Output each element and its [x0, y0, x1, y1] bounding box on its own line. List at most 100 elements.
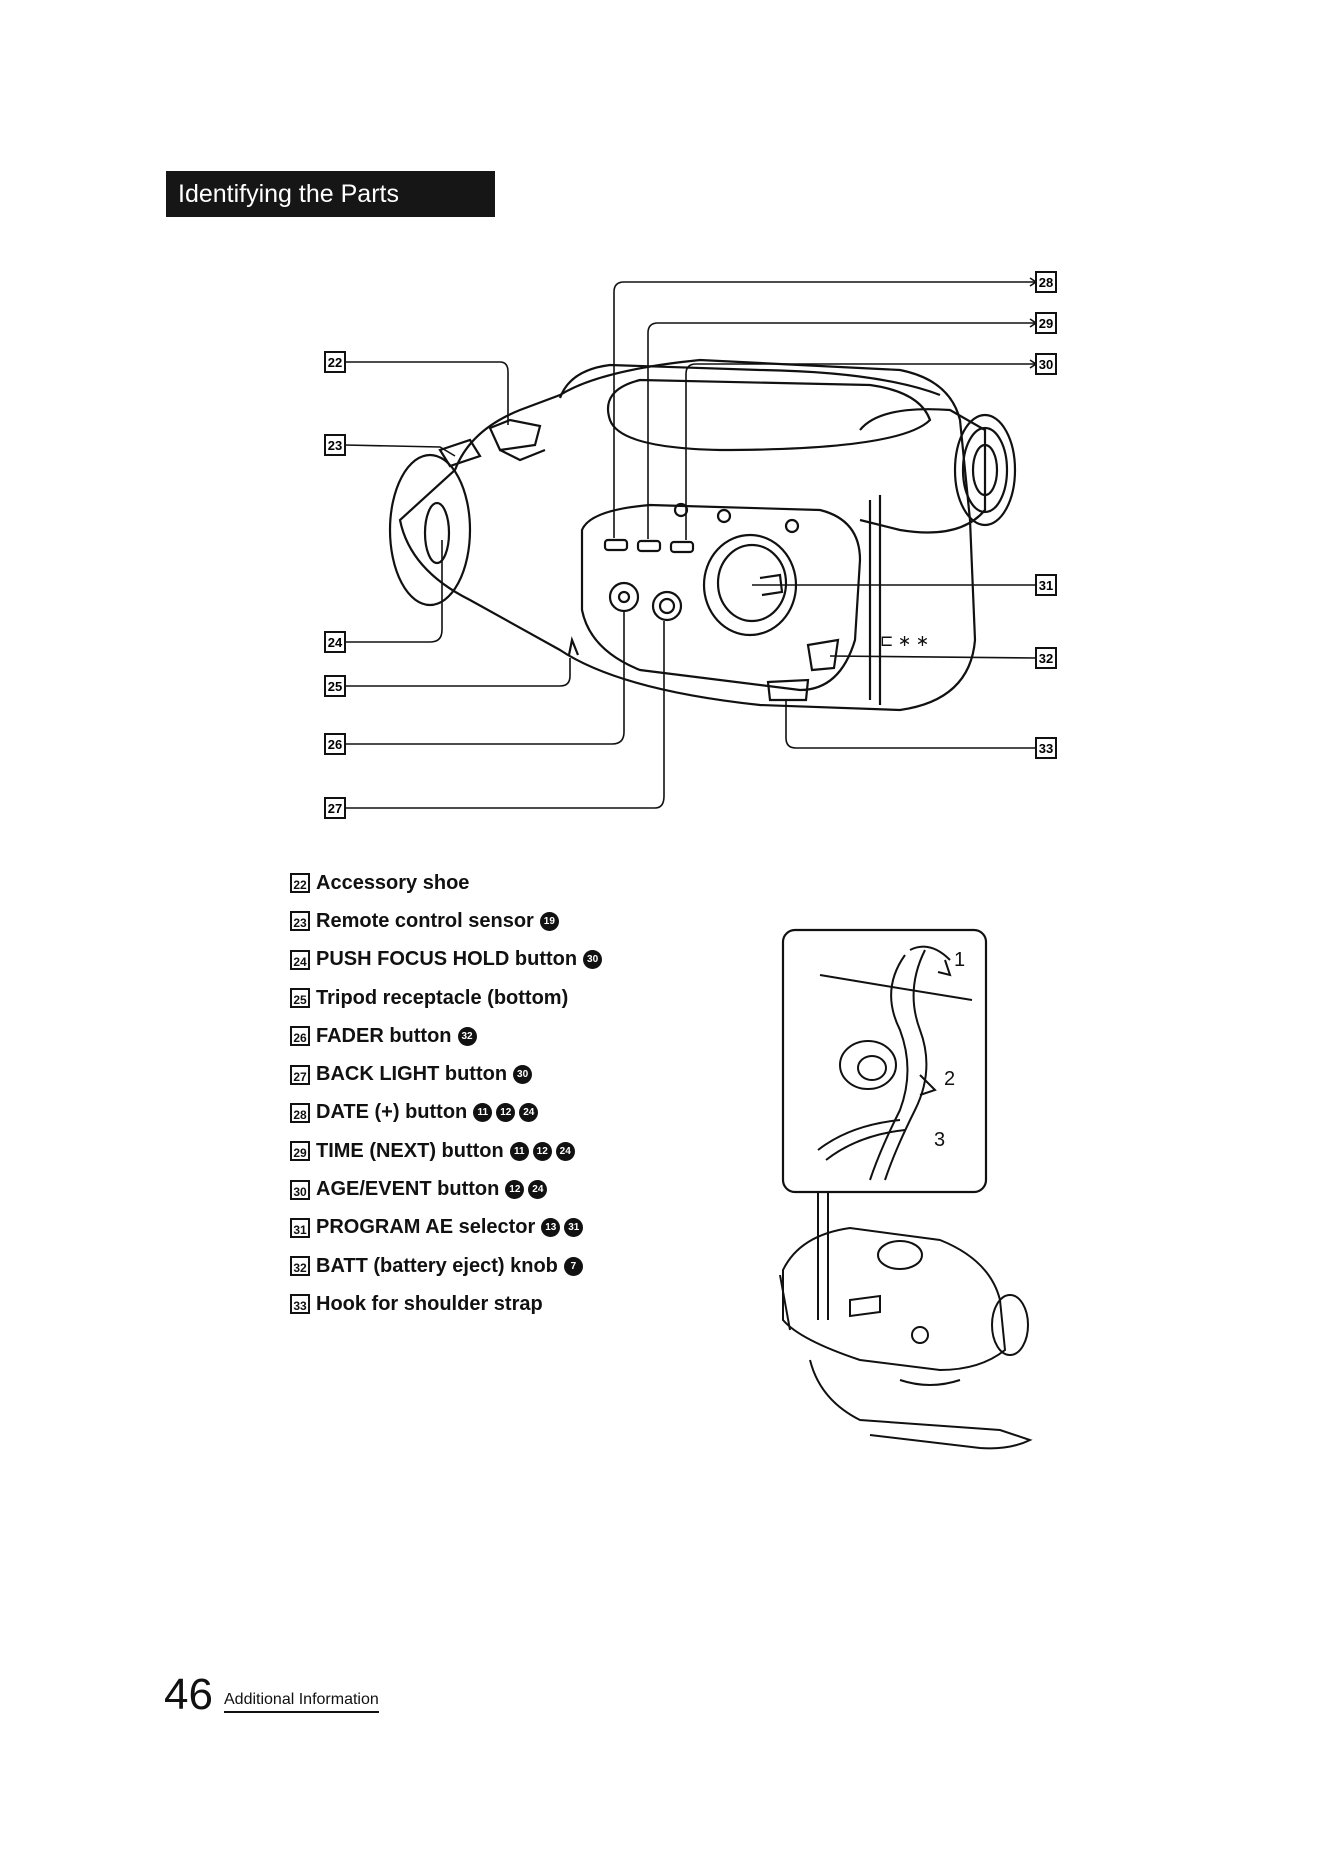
- legend-page-refs: 32: [457, 1026, 477, 1046]
- section-header: Identifying the Parts: [166, 171, 495, 217]
- leader-lines: [344, 277, 1038, 809]
- page-ref-circle: 32: [457, 1026, 477, 1046]
- label-box-29: 29: [1035, 312, 1057, 334]
- label-31: 31: [1039, 578, 1053, 593]
- page-ref-circle: 30: [583, 950, 603, 970]
- legend-number-box: 26: [290, 1026, 310, 1047]
- label-32: 32: [1039, 651, 1053, 666]
- strap-illustration: [817, 945, 973, 1181]
- label-box-28: 28: [1035, 271, 1057, 293]
- legend-text: BACK LIGHT button: [316, 1063, 508, 1086]
- legend-number-box: 22: [290, 873, 310, 894]
- legend-item: 33 Hook for shoulder strap: [290, 1285, 670, 1323]
- section-footer-label: Additional Information: [224, 1691, 379, 1713]
- page-ref-circle: 24: [528, 1180, 548, 1200]
- label-box-26: 26: [324, 733, 346, 755]
- label-box-24: 24: [324, 631, 346, 653]
- label-box-23: 23: [324, 434, 346, 456]
- page-ref-circle: 24: [519, 1103, 539, 1123]
- section-title: Identifying the Parts: [178, 180, 399, 208]
- legend-text: Remote control sensor: [316, 909, 534, 932]
- label-30: 30: [1039, 357, 1053, 372]
- page-ref-circle: 12: [505, 1180, 525, 1200]
- svg-text:⊏ ∗ ∗: ⊏ ∗ ∗: [880, 633, 929, 650]
- legend-text: PUSH FOCUS HOLD button: [316, 948, 578, 971]
- page-ref-circle: 11: [473, 1103, 493, 1123]
- label-27: 27: [328, 801, 342, 816]
- label-22: 22: [328, 355, 342, 370]
- camcorder-illustration: ⊏ ∗ ∗: [388, 358, 1017, 712]
- legend-item: 25 Tripod receptacle (bottom): [290, 979, 670, 1017]
- strap-step-1: 1: [954, 949, 965, 971]
- label-box-32: 32: [1035, 647, 1057, 669]
- legend-page-refs: 7: [563, 1256, 583, 1276]
- page-ref-circle: 11: [509, 1141, 529, 1161]
- legend-text: AGE/EVENT button: [316, 1178, 500, 1201]
- label-box-33: 33: [1035, 737, 1057, 759]
- legend-text: PROGRAM AE selector: [316, 1216, 536, 1239]
- label-box-31: 31: [1035, 574, 1057, 596]
- legend-text: BATT (battery eject) knob: [316, 1254, 558, 1277]
- page-ref-circle: 7: [563, 1256, 583, 1276]
- legend-number-box: 24: [290, 949, 310, 970]
- legend-item: 22 Accessory shoe: [290, 864, 670, 902]
- page-ref-circle: 13: [541, 1218, 561, 1238]
- legend-text: TIME (NEXT) button: [316, 1139, 504, 1162]
- small-camcorder-illustration: [779, 1226, 1033, 1450]
- legend-number-box: 25: [290, 988, 310, 1009]
- strap-inset: 1 2 3: [779, 928, 1033, 1450]
- legend-text: DATE (+) button: [316, 1101, 468, 1124]
- diagram-label-boxes: 22 23 24 25 26 27 28 29 30 31 32 33: [324, 271, 1057, 819]
- legend-number-box: 28: [290, 1102, 310, 1123]
- legend-number-box: 23: [290, 911, 310, 932]
- page-ref-circle: 30: [513, 1065, 533, 1085]
- legend-page-refs: 30: [583, 950, 603, 970]
- legend-text: Hook for shoulder strap: [316, 1292, 543, 1315]
- label-26: 26: [328, 737, 342, 752]
- label-28: 28: [1039, 275, 1053, 290]
- legend-number-box: 32: [290, 1256, 310, 1277]
- page-ref-circle: 12: [532, 1141, 552, 1161]
- legend-text: FADER button: [316, 1024, 452, 1047]
- legend-number-box: 30: [290, 1179, 310, 1200]
- legend-page-refs: 19: [539, 911, 559, 931]
- label-25: 25: [328, 679, 342, 694]
- page-ref-circle: 31: [564, 1218, 584, 1238]
- legend-text: Tripod receptacle (bottom): [316, 986, 569, 1009]
- page-ref-circle: 24: [555, 1141, 575, 1161]
- strap-inset-frame: [781, 928, 988, 1194]
- label-box-30: 30: [1035, 353, 1057, 375]
- page-ref-circle: 12: [496, 1103, 516, 1123]
- label-box-25: 25: [324, 675, 346, 697]
- page-number: 46: [164, 1670, 213, 1719]
- strap-step-2: 2: [944, 1068, 955, 1090]
- legend-number-box: 29: [290, 1141, 310, 1162]
- label-box-27: 27: [324, 797, 346, 819]
- legend-text: Accessory shoe: [316, 871, 470, 894]
- legend-number-box: 27: [290, 1064, 310, 1085]
- page-ref-circle: 19: [539, 911, 559, 931]
- legend-page-refs: 30: [513, 1065, 533, 1085]
- legend-number-box: 33: [290, 1294, 310, 1315]
- label-box-22: 22: [324, 351, 346, 373]
- legend-number-box: 31: [290, 1217, 310, 1238]
- strap-step-3: 3: [934, 1129, 945, 1151]
- label-33: 33: [1039, 741, 1053, 756]
- label-29: 29: [1039, 316, 1053, 331]
- label-23: 23: [328, 438, 342, 453]
